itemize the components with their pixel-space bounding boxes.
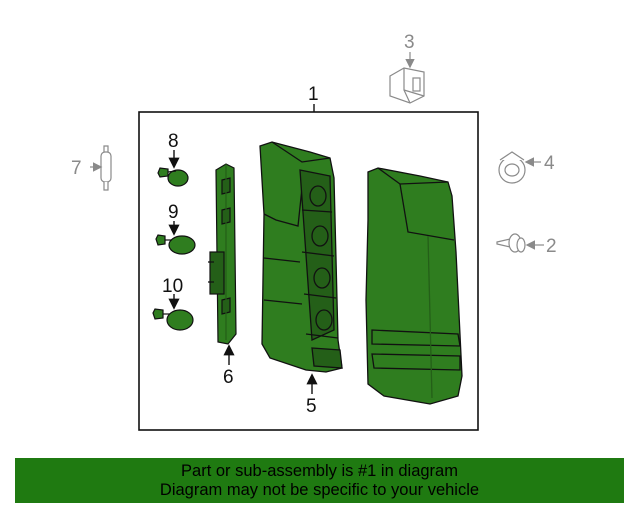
banner-line-1: Part or sub-assembly is #1 in diagram — [181, 461, 458, 480]
part-7-bulb — [100, 145, 112, 191]
assembly-frame — [138, 111, 479, 431]
part-5-lamp-housing — [259, 141, 343, 373]
banner-line-2: Diagram may not be specific to your vehi… — [159, 480, 480, 499]
callout-9: 9 — [168, 202, 179, 223]
callout-7: 7 — [71, 158, 82, 179]
callout-4: 4 — [544, 153, 555, 174]
part-8-bulb — [157, 167, 189, 187]
callout-2: 2 — [546, 236, 557, 257]
callout-1: 1 — [308, 84, 319, 105]
info-banner: Part or sub-assembly is #1 in diagram Di… — [15, 458, 624, 503]
part-3-clip — [389, 67, 425, 104]
part-2-screw — [496, 233, 526, 253]
tail-lamp-lens — [365, 167, 463, 405]
part-9-bulb — [155, 234, 196, 255]
callout-5: 5 — [306, 396, 317, 417]
callout-8: 8 — [168, 131, 179, 152]
part-10-bulb — [152, 308, 194, 331]
part-6-socket-strip — [208, 163, 237, 345]
callout-3: 3 — [404, 32, 415, 53]
callout-10: 10 — [162, 276, 183, 297]
callout-6: 6 — [223, 367, 234, 388]
part-4-nut — [498, 151, 526, 184]
